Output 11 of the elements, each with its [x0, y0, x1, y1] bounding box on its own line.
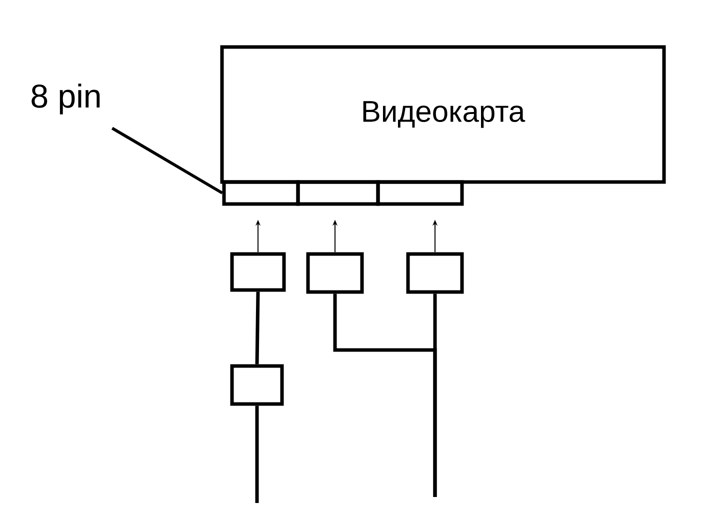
plug-box	[306, 252, 364, 294]
cable-line	[433, 294, 437, 497]
cable-line	[255, 406, 259, 503]
graphics-card-box: Видеокарта	[220, 45, 666, 184]
plug-box	[230, 364, 284, 406]
pin-label: 8 pin	[32, 84, 100, 114]
plug-box	[230, 252, 286, 292]
leader-line	[111, 126, 224, 194]
cable-line	[255, 292, 260, 364]
connector-socket	[376, 180, 464, 206]
plug-box	[406, 252, 464, 294]
